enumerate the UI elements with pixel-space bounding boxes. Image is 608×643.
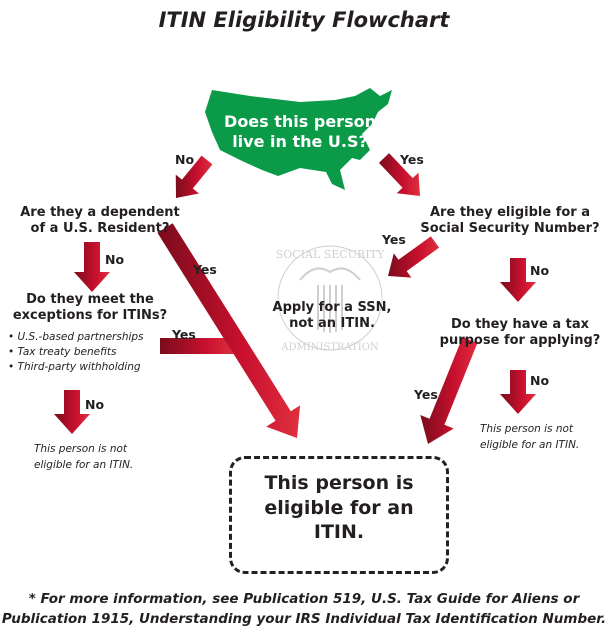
node-start-line1: Does this person <box>224 112 376 131</box>
node-not-eligible-left: This person is not eligible for an ITIN. <box>34 442 133 474</box>
node-apply-ssn-line2: not an ITIN. <box>289 316 375 332</box>
node-tax-purpose-line1: Do they have a tax <box>450 317 590 332</box>
node-dependent-line2: of a U.S. Resident? <box>30 221 170 237</box>
not-eligible-right-line1: This person is not <box>480 423 574 435</box>
not-eligible-left-line2: eligible for an ITIN. <box>34 458 134 471</box>
us-map-icon <box>205 88 392 190</box>
arrow-no-exceptions <box>54 390 90 434</box>
node-exceptions-line1: Do they meet the <box>26 292 154 307</box>
arrow-no-ssn <box>500 258 536 302</box>
label-yes-start: Yes <box>400 152 424 167</box>
node-apply-ssn: Apply for a SSN, not an ITIN. <box>262 300 402 333</box>
watermark-bottom-text: ADMINISTRATION <box>280 342 379 353</box>
node-exceptions-line2: exceptions for ITINs? <box>12 308 168 324</box>
eligible-result-box: This person is eligible for an ITIN. <box>229 456 449 574</box>
eligible-line1: This person is <box>264 472 414 494</box>
exceptions-list: • U.S.-based partnerships • Tax treaty b… <box>8 330 144 376</box>
label-yes-ssn: Yes <box>382 232 406 247</box>
node-ssn-eligible: Are they eligible for a Social Security … <box>420 205 600 238</box>
label-no-ssn: No <box>530 263 550 278</box>
label-yes-dependent: Yes <box>193 262 217 277</box>
eligible-line3: ITIN. <box>313 521 365 544</box>
footer-note: * For more information, see Publication … <box>0 590 608 629</box>
page-title: ITIN Eligibility Flowchart <box>158 8 450 32</box>
node-apply-ssn-line1: Apply for a SSN, <box>272 300 392 315</box>
label-yes-exceptions: Yes <box>172 327 196 342</box>
arrow-yes-dependent <box>157 223 301 438</box>
node-dependent-line1: Are they a dependent <box>20 205 180 220</box>
not-eligible-right-line2: eligible for an ITIN. <box>480 438 580 451</box>
arrow-yes-start <box>378 153 420 196</box>
node-ssn-eligible-line1: Are they eligible for a <box>430 205 590 220</box>
not-eligible-left-line1: This person is not <box>34 443 128 455</box>
node-start-line2: live in the U.S? <box>232 132 368 151</box>
exceptions-list-item: • Third-party withholding <box>8 361 141 374</box>
arrow-no-tax <box>500 370 536 414</box>
label-no-dependent: No <box>105 252 125 267</box>
label-no-exceptions: No <box>85 397 105 412</box>
exceptions-list-item: • Tax treaty benefits <box>8 346 117 359</box>
arrow-yes-tax <box>420 337 478 444</box>
label-no-start: No <box>175 152 195 167</box>
footer-line2: Publication 1915, Understanding your IRS… <box>1 610 607 627</box>
node-not-eligible-right: This person is not eligible for an ITIN. <box>480 422 579 454</box>
arrow-no-start <box>175 155 213 198</box>
ssa-seal-watermark: SOCIAL SECURITY ADMINISTRATION <box>276 245 385 353</box>
node-tax-purpose-line2: purpose for applying? <box>439 333 601 349</box>
footer-line1: * For more information, see Publication … <box>28 591 580 607</box>
label-no-tax: No <box>530 373 550 388</box>
node-ssn-eligible-line2: Social Security Number? <box>420 221 600 237</box>
eligible-line2: eligible for an <box>264 496 414 519</box>
node-start: Does this person live in the U.S? <box>205 112 395 152</box>
node-dependent: Are they a dependent of a U.S. Resident? <box>15 205 185 238</box>
label-yes-tax: Yes <box>414 387 438 402</box>
watermark-top-text: SOCIAL SECURITY <box>276 248 385 261</box>
node-exceptions: Do they meet the exceptions for ITINs? <box>5 292 175 325</box>
arrow-yes-exceptions-bar <box>160 338 236 354</box>
arrow-no-dependent <box>74 242 110 292</box>
arrow-yes-ssn <box>388 236 440 278</box>
exceptions-list-item: • U.S.-based partnerships <box>8 331 144 343</box>
node-tax-purpose: Do they have a tax purpose for applying? <box>435 317 605 350</box>
